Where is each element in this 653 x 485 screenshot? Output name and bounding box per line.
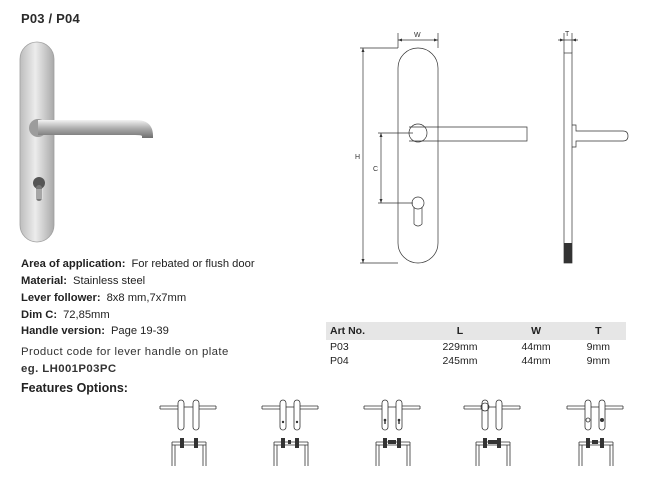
page-title: P03 / P04 xyxy=(21,11,80,26)
dimensions-table: Art No. L W T P03 229mm 44mm 9mm P04 245… xyxy=(326,322,626,368)
round-rose-plate-icon xyxy=(463,399,521,466)
spec-dim-c: Dim C: 72,85mm xyxy=(21,309,110,321)
spec-lever-follower: Lever follower: 8x8 mm,7x7mm xyxy=(21,292,186,304)
spec-area-of-application: Area of application: For rebated or flush… xyxy=(21,258,255,270)
plain-plate-icon xyxy=(159,399,217,466)
table-cell: 245mm xyxy=(442,355,478,367)
front-view-drawing: W H C xyxy=(355,32,528,264)
spec-handle-version: Handle version: Page 19-39 xyxy=(21,325,169,337)
table-cell: 9mm xyxy=(586,355,610,367)
dim-label-w: W xyxy=(414,32,421,39)
features-options-title: Features Options: xyxy=(21,381,128,395)
spec-label: Area of application: xyxy=(21,258,126,270)
table-header-w: W xyxy=(501,322,571,340)
table-header-art-no: Art No. xyxy=(326,322,419,340)
table-cell: P03 xyxy=(330,341,349,353)
table-row: P03 229mm 44mm 9mm xyxy=(326,340,626,354)
keyhole-plate-icon xyxy=(261,399,319,466)
spec-value: 8x8 mm,7x7mm xyxy=(106,292,187,304)
profile-cylinder-plate-icon xyxy=(363,399,421,466)
table-header-l: L xyxy=(418,322,502,340)
product-code-example: eg. LH001P03PC xyxy=(21,363,117,375)
spec-value: For rebated or flush door xyxy=(131,258,255,270)
table-row: P04 245mm 44mm 9mm xyxy=(326,354,626,368)
table-header-row: Art No. L W T xyxy=(326,322,626,340)
spec-material: Material: Stainless steel xyxy=(21,275,145,287)
product-code-label: Product code for lever handle on plate xyxy=(21,346,229,358)
side-view-drawing: T xyxy=(558,31,629,264)
table-cell: 44mm xyxy=(521,341,551,353)
table-cell: P04 xyxy=(330,355,349,367)
bathroom-plate-icon xyxy=(566,399,624,466)
spec-label: Lever follower: xyxy=(21,292,101,304)
spec-value: Stainless steel xyxy=(73,275,146,287)
table-cell: 44mm xyxy=(521,355,551,367)
spec-label: Handle version: xyxy=(21,325,105,337)
table-header-t: T xyxy=(570,322,626,340)
spec-value: Page 19-39 xyxy=(110,325,169,337)
spec-label: Material: xyxy=(21,275,68,287)
dim-label-h: H xyxy=(355,154,360,161)
spec-label: Dim C: xyxy=(21,309,58,321)
spec-value: 72,85mm xyxy=(63,309,110,321)
dim-label-c: C xyxy=(373,166,378,173)
table-cell: 9mm xyxy=(586,341,610,353)
dim-label-t: T xyxy=(565,31,570,38)
table-cell: 229mm xyxy=(442,341,478,353)
product-photo xyxy=(19,41,153,243)
